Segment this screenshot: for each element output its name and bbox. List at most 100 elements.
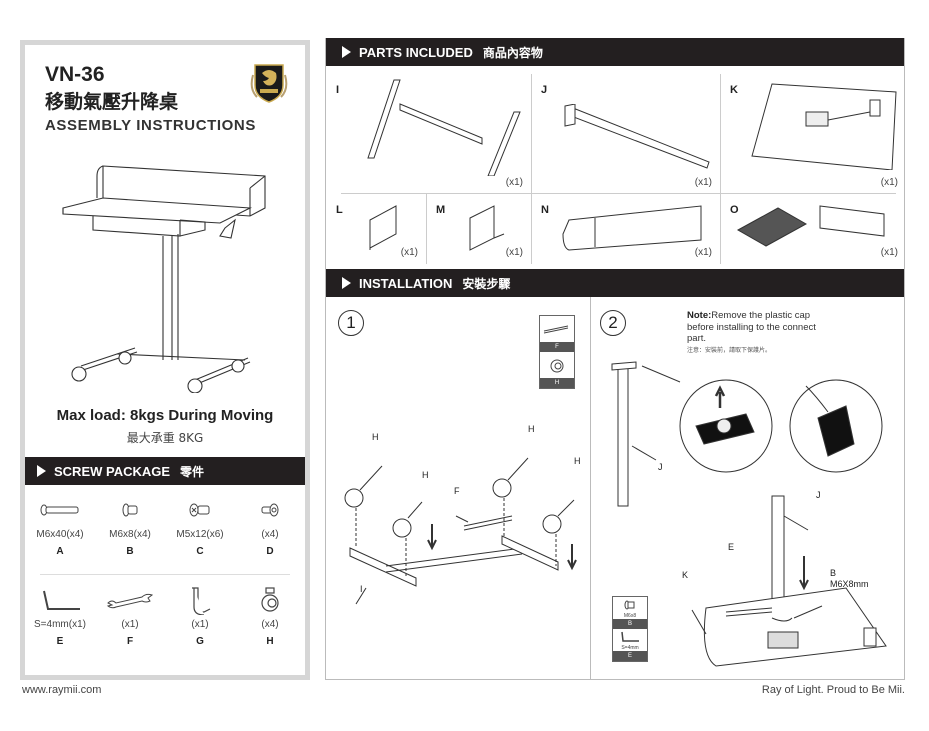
callout-h: H <box>528 424 535 434</box>
part-n: N (x1) <box>531 194 720 264</box>
part-l: L (x1) <box>326 194 426 264</box>
installation-header: INSTALLATION 安裝步驟 <box>326 269 904 297</box>
play-triangle-icon <box>342 46 351 58</box>
note-label: Note: <box>687 310 712 321</box>
part-j: J (x1) <box>531 74 720 194</box>
divider <box>590 297 591 680</box>
callout-h: H <box>372 432 379 442</box>
parts-included-header: PARTS INCLUDED 商品內容物 <box>326 38 904 66</box>
screw-row: S=4mm(x1) E (x1) F (x1) G (x4) H <box>25 585 305 647</box>
bracket-l-illustration <box>369 205 397 250</box>
product-title-cn: 移動氣壓升降桌 <box>45 91 179 113</box>
tool-label: H <box>540 378 574 388</box>
plastic-cap-note: Note:Remove the plastic cap before insta… <box>687 310 817 356</box>
tool-label: B <box>613 619 647 629</box>
part-letter: L <box>336 204 343 216</box>
part-i: I (x1) <box>326 74 531 194</box>
callout-f: F <box>454 486 460 496</box>
divider <box>341 193 896 194</box>
screw-item-e: S=4mm(x1) E <box>25 585 95 647</box>
parts-included-title-cn: 商品內容物 <box>482 45 543 60</box>
installation-title-cn: 安裝步驟 <box>462 276 511 291</box>
brand-slogan: Ray of Light. Proud to Be Mii. <box>761 684 905 696</box>
note-text: Remove the plastic cap before installing… <box>687 310 816 344</box>
screw-item-f: (x1) F <box>95 585 165 647</box>
max-load-label: Max load: 8kgs During Moving <box>56 407 274 424</box>
part-qty: (x1) <box>694 247 712 258</box>
caster-wheel-icon <box>261 587 279 612</box>
base-plate-illustration <box>751 83 897 170</box>
bolt-spec-label: M6X8mm <box>830 579 869 589</box>
allen-key-icon <box>43 590 80 610</box>
bracket-m-illustration <box>469 205 505 251</box>
screw-qty: (x4) <box>261 619 279 630</box>
callout-e: E <box>728 542 735 552</box>
screw-item-d: (x4) D <box>235 495 305 557</box>
washer-bolt-icon <box>261 503 279 517</box>
part-letter: I <box>336 84 340 96</box>
short-bolt-icon <box>613 597 647 613</box>
installation-title: INSTALLATION <box>359 275 453 291</box>
long-bolt-icon <box>40 504 79 516</box>
play-triangle-icon <box>342 277 351 289</box>
step-1-number: 1 <box>338 310 364 336</box>
short-bolt-icon <box>122 503 138 517</box>
part-qty: (x1) <box>400 247 418 258</box>
divider <box>720 74 721 264</box>
cover-panel: VN-36 移動氣壓升降桌 ASSEMBLY INSTRUCTIONS Max … <box>20 40 310 680</box>
part-o: O (x1) <box>720 194 906 264</box>
callout-i: I <box>360 584 363 594</box>
part-letter: J <box>541 84 548 96</box>
part-qty: (x1) <box>505 247 523 258</box>
divider <box>40 574 290 575</box>
part-letter: M <box>436 204 446 216</box>
callout-j: J <box>816 490 821 500</box>
base-frame-illustration <box>367 79 521 176</box>
caster-wheel-icon <box>540 352 574 378</box>
assembly-instructions-title: ASSEMBLY INSTRUCTIONS <box>45 117 256 134</box>
screw-letter: G <box>196 636 204 647</box>
screw-item-a: M6x40(x4) A <box>25 495 95 557</box>
tool-label: E <box>613 651 647 661</box>
screw-qty: M6x40(x4) <box>36 529 84 540</box>
cover-panel-illustration <box>562 205 702 251</box>
screw-qty: (x4) <box>261 529 279 540</box>
part-k: K (x1) <box>720 74 906 194</box>
tool-caption: M6x8 <box>623 613 637 619</box>
screw-qty: S=4mm(x1) <box>34 619 86 630</box>
part-qty: (x1) <box>880 247 898 258</box>
tool-caption: S=4mm <box>621 645 639 651</box>
divider <box>426 194 427 264</box>
wrench-icon <box>540 316 574 342</box>
parts-included-title: PARTS INCLUDED <box>359 44 473 60</box>
note-text-cn: 注意：安裝前，請取下保護片。 <box>687 346 772 354</box>
column-illustration <box>564 104 710 169</box>
callout-j: J <box>658 462 663 472</box>
part-qty: (x1) <box>880 177 898 188</box>
part-letter: N <box>541 204 549 216</box>
screw-letter: C <box>196 546 204 557</box>
max-load-label-cn: 最大承重 8KG <box>126 431 204 445</box>
screw-letter: F <box>126 636 134 647</box>
hex-bolt-icon <box>189 503 210 517</box>
mobile-desk-illustration <box>62 165 266 393</box>
callout-k: K <box>682 570 689 580</box>
screw-row: M6x40(x4) A M6x8(x4) B M5x12(x6) C (x4) … <box>25 495 305 557</box>
tool-label: F <box>540 342 574 352</box>
screw-letter: B <box>126 546 134 557</box>
part-qty: (x1) <box>505 177 523 188</box>
screw-item-h: (x4) H <box>235 585 305 647</box>
play-triangle-icon <box>37 465 46 477</box>
callout-b: B <box>830 568 837 578</box>
callout-h: H <box>574 456 581 466</box>
screw-item-g: (x1) G <box>165 585 235 647</box>
step-2-illustration <box>611 361 887 667</box>
website-link[interactable]: www.raymii.com <box>22 684 102 696</box>
screw-qty: (x1) <box>121 619 139 630</box>
screw-letter: E <box>56 636 64 647</box>
screw-item-b: M6x8(x4) B <box>95 495 165 557</box>
step-1-tool-box: F H <box>539 315 575 389</box>
hook-icon <box>192 587 211 615</box>
part-letter: K <box>730 84 738 96</box>
wrench-icon <box>106 593 154 609</box>
